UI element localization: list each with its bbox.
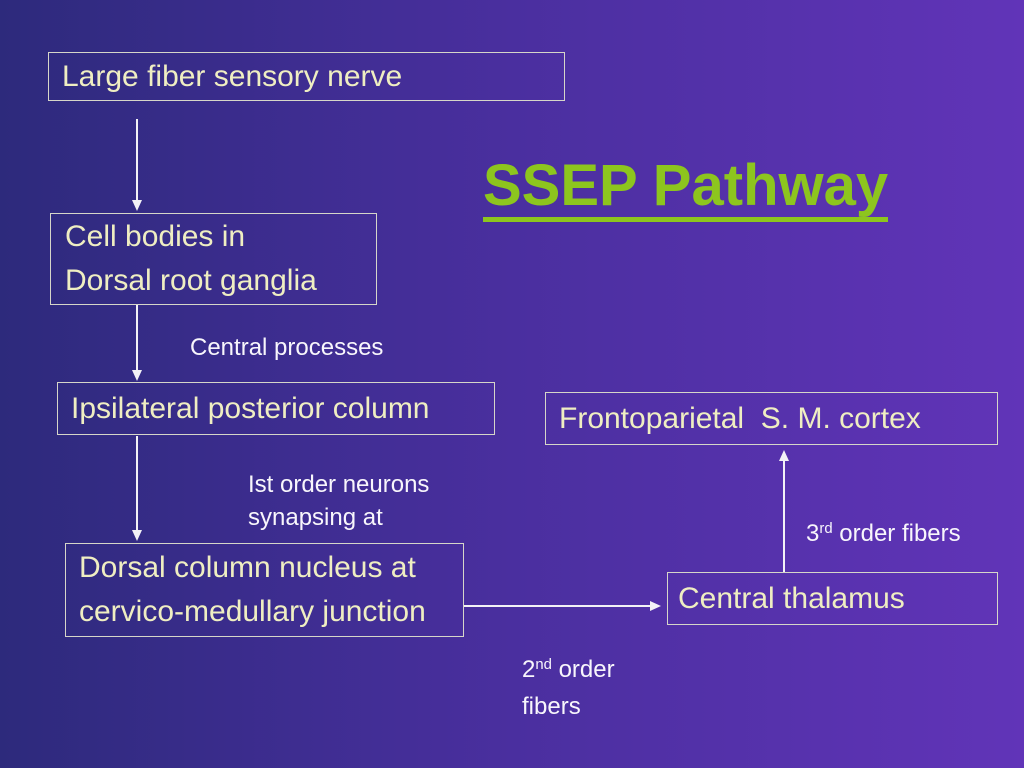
- box-frontoparietal-sm-cortex: Frontoparietal S. M. cortex: [545, 392, 998, 445]
- box-frontoparietal-text: Frontoparietal S. M. cortex: [559, 401, 921, 435]
- box-central-thalamus-text: Central thalamus: [678, 581, 905, 615]
- box-ipsilateral-text: Ipsilateral posterior column: [71, 391, 430, 425]
- label-first-order-line1: Ist order neurons: [248, 471, 430, 498]
- box-dorsal-column-text-line1: Dorsal column nucleus at: [79, 551, 416, 584]
- label-central-processes: Central processes: [190, 331, 383, 365]
- label-third-order-fibers: 3rd order fibers: [806, 517, 961, 554]
- label-second-order-fibers: 2nd order fibers: [522, 653, 615, 724]
- box-cell-bodies-text-line2: Dorsal root ganglia: [65, 264, 317, 297]
- label-central-processes-text: Central processes: [190, 334, 384, 361]
- label-third-order-num: 3: [806, 520, 820, 547]
- label-second-order-line1: 2nd order: [522, 656, 615, 683]
- box-dorsal-column-text-line2: cervico-medullary junction: [79, 595, 426, 628]
- label-third-order-sup: rd: [819, 521, 833, 538]
- box-central-thalamus: Central thalamus: [667, 572, 998, 625]
- box-large-fiber-text: Large fiber sensory nerve: [62, 59, 403, 93]
- connector-arrow-dorsal-column-to-central-thalamus: [464, 601, 661, 611]
- connector-arrow-ipsilateral-to-dorsal-column: [132, 436, 142, 541]
- box-large-fiber-sensory-nerve: Large fiber sensory nerve: [48, 52, 565, 101]
- box-cell-bodies-dorsal-root-ganglia: Cell bodies in Dorsal root ganglia: [50, 213, 377, 305]
- label-second-order-sup: nd: [535, 657, 552, 674]
- label-first-order-neurons: Ist order neurons synapsing at: [248, 468, 429, 534]
- slide-title-text: SSEP Pathway: [483, 157, 889, 222]
- label-third-order-rest: order fibers: [832, 520, 961, 547]
- connector-arrow-central-thalamus-to-frontoparietal: [779, 450, 789, 572]
- box-ipsilateral-posterior-column: Ipsilateral posterior column: [57, 382, 495, 435]
- slide-title: SSEP Pathway: [483, 157, 889, 222]
- label-second-order-line2: fibers: [522, 693, 581, 720]
- connector-arrow-large-fiber-to-cell-bodies: [132, 119, 142, 211]
- label-first-order-line2: synapsing at: [248, 504, 383, 531]
- box-cell-bodies-text-line1: Cell bodies in: [65, 220, 246, 253]
- connector-arrow-cell-bodies-to-ipsilateral: [132, 305, 142, 381]
- box-dorsal-column-nucleus: Dorsal column nucleus at cervico-medulla…: [65, 543, 464, 637]
